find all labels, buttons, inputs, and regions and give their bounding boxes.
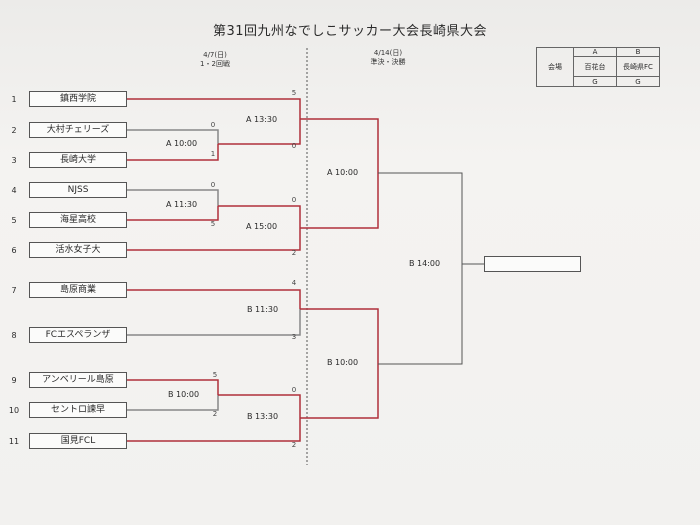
match-score: 2 xyxy=(291,441,297,449)
match-label: A 11:30 xyxy=(166,200,198,209)
match-9v10-lines xyxy=(126,379,219,411)
round1-round-line: 1・2回戦 xyxy=(200,60,230,68)
final-label: B 14:00 xyxy=(409,259,441,268)
team-number: 6 xyxy=(11,246,17,255)
match-label: A 10:00 xyxy=(327,168,359,177)
match-w910-vs-11-lines xyxy=(126,394,301,442)
champion-box xyxy=(484,256,581,272)
match-score: 0 xyxy=(291,196,297,204)
team-number: 9 xyxy=(11,376,17,385)
team-box: 鎮西学院 xyxy=(29,91,127,107)
match-4v5-lines xyxy=(126,189,219,221)
match-score: 2 xyxy=(291,249,297,257)
match-label: A 13:30 xyxy=(246,115,278,124)
match-score: 5 xyxy=(291,89,297,97)
match-score: 0 xyxy=(210,181,216,189)
team-number: 11 xyxy=(8,437,20,446)
team-number: 7 xyxy=(11,286,17,295)
team-box: 国見FCL xyxy=(29,433,127,449)
team-number: 4 xyxy=(11,186,17,195)
round2-date: 4/14(日) 準決・決勝 xyxy=(353,49,423,67)
round2-round-line: 準決・決勝 xyxy=(370,58,406,66)
match-label: A 15:00 xyxy=(246,222,278,231)
match-w45-vs-6-lines xyxy=(126,205,301,251)
team-number: 1 xyxy=(11,95,17,104)
team-box: NJSS xyxy=(29,182,127,198)
round1-date-line: 4/7(日) xyxy=(203,51,227,59)
team-box: 大村チェリーズ xyxy=(29,122,127,138)
team-box: 海星高校 xyxy=(29,212,127,228)
team-box: セントロ諫早 xyxy=(29,402,127,418)
team-number: 5 xyxy=(11,216,17,225)
match-score: 5 xyxy=(212,371,218,379)
match-score: 0 xyxy=(210,121,216,129)
round2-date-line: 4/14(日) xyxy=(373,49,403,57)
match-label: B 11:30 xyxy=(247,305,279,314)
match-7v8-lines xyxy=(126,289,301,336)
match-score: 0 xyxy=(291,386,297,394)
team-number: 3 xyxy=(11,156,17,165)
venue-label: 会場 xyxy=(536,47,574,87)
team-number: 8 xyxy=(11,331,17,340)
match-label: B 10:00 xyxy=(168,390,200,399)
match-score: 5 xyxy=(210,220,216,228)
semifinal-a-lines xyxy=(300,118,379,229)
round1-date: 4/7(日) 1・2回戦 xyxy=(180,51,250,69)
match-label: B 10:00 xyxy=(327,358,359,367)
team-number: 2 xyxy=(11,126,17,135)
team-box: アンベリール島原 xyxy=(29,372,127,388)
match-score: 2 xyxy=(212,410,218,418)
match-score: 1 xyxy=(210,150,216,158)
match-1-vs-w23-lines xyxy=(126,98,301,145)
match-score: 0 xyxy=(291,142,297,150)
team-box: 活水女子大 xyxy=(29,242,127,258)
team-number: 10 xyxy=(8,406,20,415)
match-label: B 13:30 xyxy=(247,412,279,421)
semifinal-b-lines xyxy=(300,308,379,419)
match-2v3-lines xyxy=(126,129,219,161)
match-score: 4 xyxy=(291,279,297,287)
venue-mark-b: G xyxy=(616,76,660,87)
team-box: 長崎大学 xyxy=(29,152,127,168)
match-score: 3 xyxy=(291,333,297,341)
team-box: 島原商業 xyxy=(29,282,127,298)
team-box: FCエスペランザ xyxy=(29,327,127,343)
match-label: A 10:00 xyxy=(166,139,198,148)
final-lines xyxy=(378,172,484,365)
venue-table: 会場 A B 百花台 長崎県FC G G xyxy=(536,47,660,87)
page-title: 第31回九州なでしこサッカー大会長崎県大会 xyxy=(212,24,488,39)
